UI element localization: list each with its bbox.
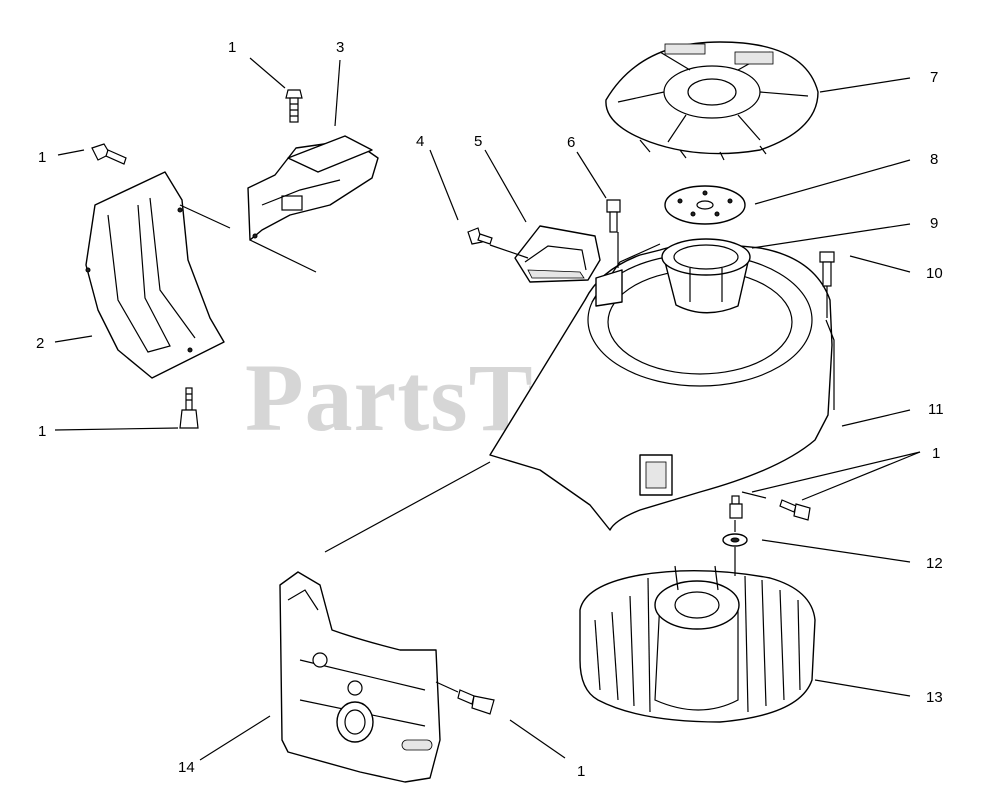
callout-11: 11 [928,401,944,418]
callout-13: 13 [926,689,943,706]
part-small-cover[interactable] [514,225,601,283]
callout-14: 14 [178,759,195,776]
part-fan-plate[interactable] [664,185,746,225]
part-lower-shield[interactable] [279,571,441,783]
callout-2: 2 [36,335,44,352]
part-bracket[interactable] [247,135,379,241]
bolt-1-lower-left[interactable] [179,387,199,429]
callout-1: 1 [38,423,46,440]
part-hub-cup[interactable] [661,238,751,314]
bolt-1-right-a[interactable] [729,495,743,519]
callout-4: 4 [416,133,424,150]
callout-1: 1 [577,763,585,780]
callout-labels: 1 3 1 2 1 4 5 6 7 8 9 10 11 1 12 13 14 1 [36,39,944,780]
assembly-lines [54,57,921,761]
bolt-1-right-b[interactable] [779,499,811,521]
bolt-6[interactable] [606,199,621,233]
part-fan-screen[interactable] [605,41,819,161]
callout-1: 1 [38,149,46,166]
callout-10: 10 [926,265,943,282]
callout-9: 9 [930,215,938,232]
callout-5: 5 [474,133,482,150]
part-flywheel[interactable] [579,565,816,723]
callout-1: 1 [932,445,940,462]
callout-6: 6 [567,134,575,151]
part-blower-housing[interactable] [489,243,835,531]
bolt-1-top[interactable] [285,89,303,123]
bolt-1-left[interactable] [91,143,127,165]
callout-12: 12 [926,555,943,572]
callout-8: 8 [930,151,938,168]
bolt-1-bottom[interactable] [457,689,495,715]
part-curved-shield[interactable] [85,171,225,379]
part-washer[interactable] [722,533,748,547]
bolt-4[interactable] [467,227,493,245]
callout-1: 1 [228,39,236,56]
bolt-10[interactable] [819,251,835,318]
callout-3: 3 [336,39,344,56]
callout-7: 7 [930,69,938,86]
